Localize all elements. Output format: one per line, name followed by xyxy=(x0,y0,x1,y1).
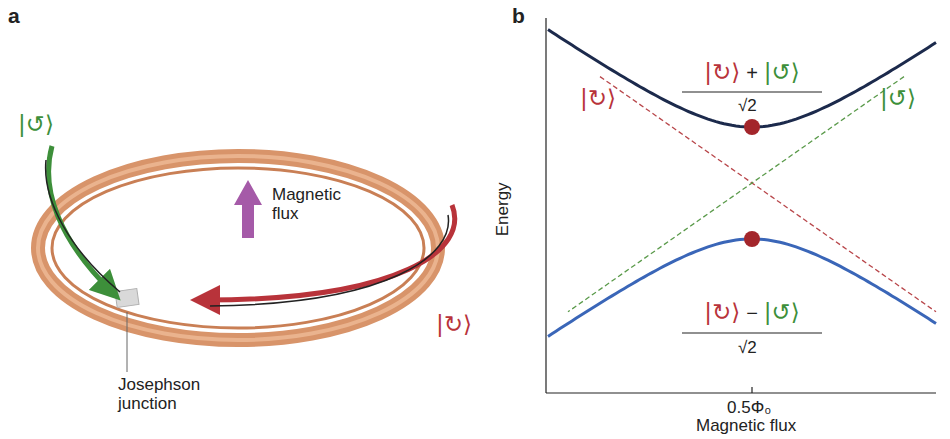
state-ket: |↻⟩ xyxy=(704,60,740,85)
fraction-bar xyxy=(682,91,822,92)
flux-label: Magnetic flux xyxy=(272,186,352,223)
diabatic-green xyxy=(568,77,904,312)
flux-arrow xyxy=(234,180,262,238)
axis-title: Magnetic flux xyxy=(696,417,796,436)
ring-inner-edge xyxy=(52,168,424,328)
degeneracy-point xyxy=(744,231,760,247)
state-ket: |↺⟩ xyxy=(764,60,800,85)
superconducting-ring xyxy=(38,156,438,340)
fraction-bar xyxy=(682,332,822,333)
x-tick xyxy=(751,387,752,393)
tick-label: 0.5Φ₀ xyxy=(727,399,771,418)
operator: + xyxy=(746,62,758,84)
numerator-row: |↻⟩−|↺⟩ xyxy=(672,300,832,325)
state-ket: |↻⟩ xyxy=(436,312,472,337)
current-arrow-green xyxy=(49,146,110,290)
degeneracy-point xyxy=(744,119,760,135)
panel-letter: b xyxy=(512,4,525,27)
current-shadow xyxy=(46,160,120,292)
numerator-row: |↻⟩ + |↺⟩ xyxy=(672,60,832,85)
state-ket: |↻⟩ xyxy=(704,300,740,325)
state-ket: |↺⟩ xyxy=(880,86,916,111)
upper-energy-curve xyxy=(548,30,936,127)
state-ket: |↺⟩ xyxy=(18,112,54,137)
panel-letter: a xyxy=(8,4,20,27)
ring-highlight xyxy=(38,156,438,340)
x-axis xyxy=(546,392,936,393)
junction-label: Josephson junction xyxy=(118,376,218,413)
axis-title: Energy xyxy=(494,182,513,236)
diabatic-red xyxy=(600,77,936,312)
state-ket: |↺⟩ xyxy=(764,300,800,325)
lower-energy-curve xyxy=(548,239,936,336)
state-ket: |↻⟩ xyxy=(580,86,616,111)
normalization: √2 xyxy=(738,339,757,358)
y-axis xyxy=(545,18,546,393)
operator: − xyxy=(746,302,758,324)
normalization: √2 xyxy=(738,97,757,116)
leader-line xyxy=(127,312,128,372)
